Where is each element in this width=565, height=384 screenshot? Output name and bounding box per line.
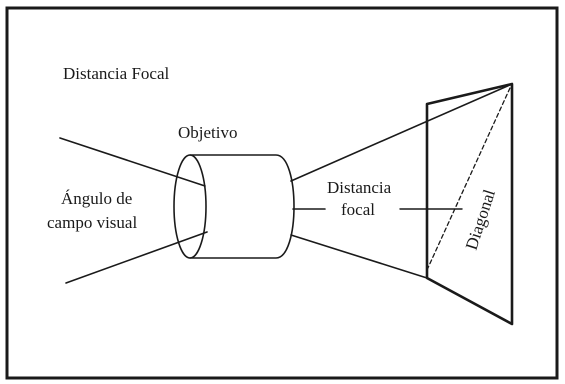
lens-front-face [173, 154, 207, 259]
label-diagonal: Diagonal [462, 187, 499, 252]
sensor-ray-lower [290, 234, 428, 279]
diagram-title: Distancia Focal [63, 64, 169, 83]
fov-ray-lower [65, 231, 208, 284]
label-distancia-line2: focal [341, 200, 375, 219]
label-distancia-line1: Distancia [327, 178, 392, 197]
label-objetivo: Objetivo [178, 123, 238, 142]
sensor-plane [425, 82, 514, 326]
sensor-diagonal [426, 87, 511, 271]
diagram-frame [5, 6, 559, 380]
lens-body [189, 154, 295, 259]
fov-ray-upper [59, 137, 206, 187]
sensor-ray-upper [290, 83, 513, 182]
lens-objective [173, 154, 295, 259]
label-angulo-line2: campo visual [47, 213, 137, 232]
label-angulo-line1: Ángulo de [61, 189, 132, 208]
